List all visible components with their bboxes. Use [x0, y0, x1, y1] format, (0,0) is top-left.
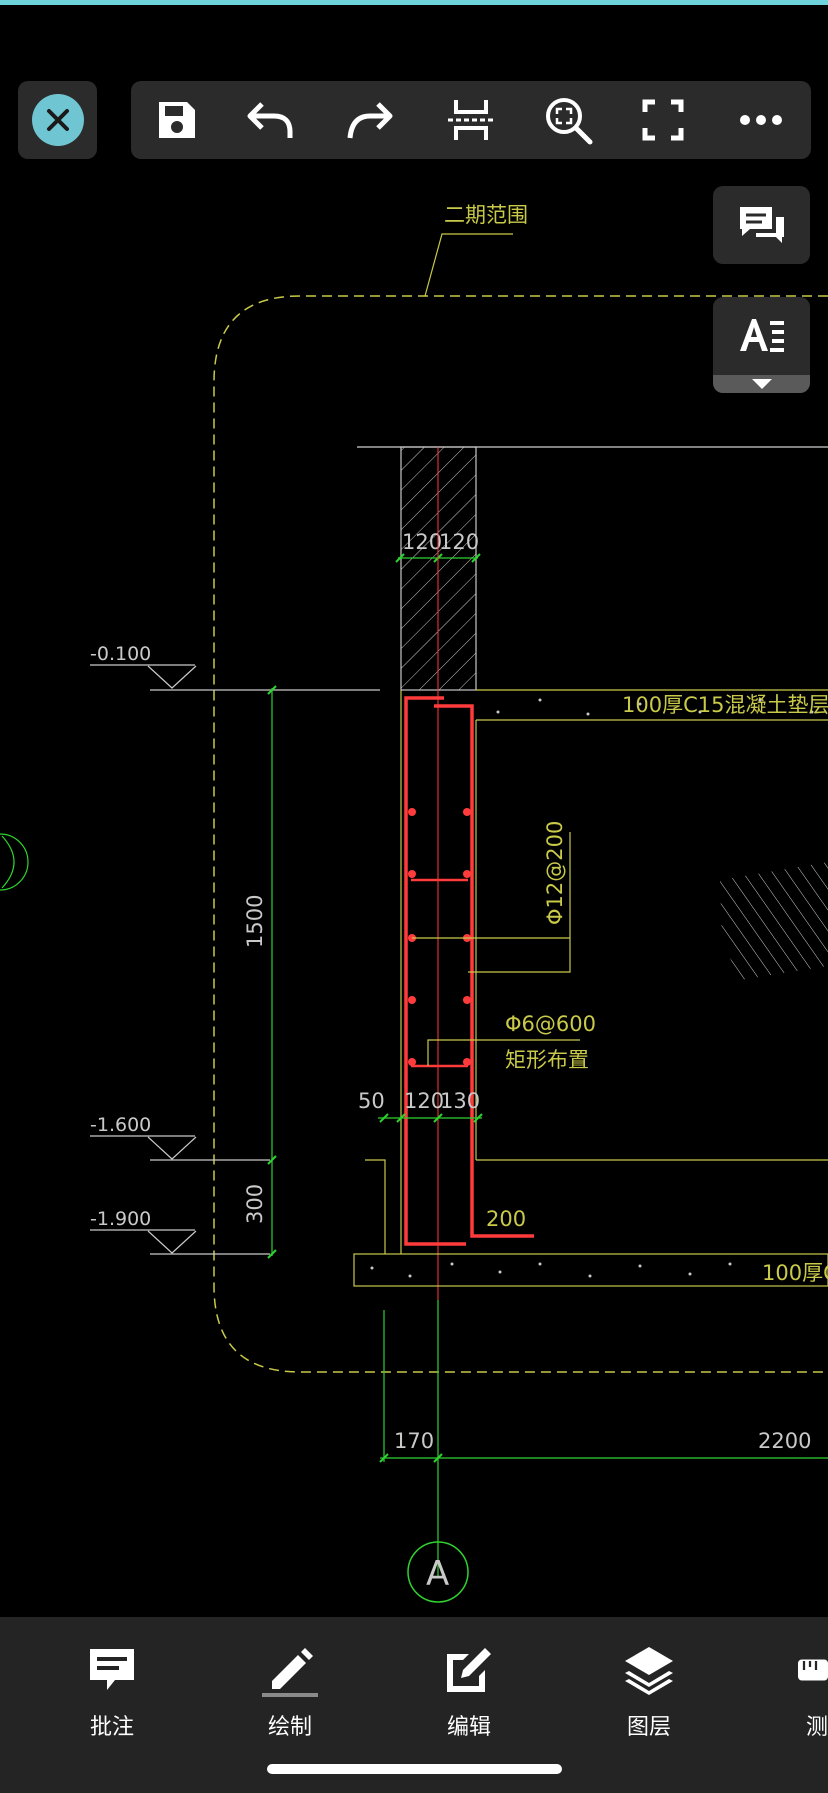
elev-mark-1	[90, 664, 380, 691]
nav-layers-label: 图层	[626, 1714, 671, 1739]
soil-hatch	[720, 862, 828, 980]
dim-170-label: 170	[394, 1429, 434, 1453]
nav-annotate-label: 批注	[89, 1714, 134, 1739]
tie-layout-label: 矩形布置	[505, 1048, 589, 1072]
undo-icon	[247, 102, 293, 138]
elev-label-1: -0.100	[90, 643, 151, 665]
more-button[interactable]	[721, 81, 801, 159]
draw-pencil-icon	[262, 1648, 318, 1697]
nav-measure-label: 测	[806, 1714, 828, 1739]
cushion-bottom-label: 100厚C	[762, 1261, 828, 1285]
phase-leader	[424, 233, 513, 297]
left-arc-stroke	[1, 835, 15, 889]
section-cut-icon	[448, 100, 494, 140]
nav-draw[interactable]: 绘制	[230, 1641, 350, 1741]
redo-icon	[347, 102, 393, 139]
dim-vertical	[267, 685, 277, 1259]
phase-label: 二期范围	[444, 203, 528, 227]
dim-bottom-label-3: 130	[440, 1089, 480, 1113]
section-cut-button[interactable]	[431, 81, 511, 159]
phase-boundary-dashed	[213, 295, 828, 1373]
top-toolbar	[131, 81, 811, 159]
cushion-top-label: 100厚C15混凝土垫层	[622, 693, 828, 717]
rebar-leader-main	[412, 832, 571, 973]
wall-section-outline	[365, 690, 828, 1254]
rebar-leader-tie	[427, 1039, 580, 1066]
zoom-window-icon	[546, 98, 593, 145]
save-icon	[159, 102, 195, 138]
nav-annotate[interactable]: 批注	[52, 1641, 172, 1741]
cad-drawing-canvas[interactable]: 二期范围 120 120 100厚C15混凝土垫层 -0.100 -1.600 …	[0, 0, 828, 1617]
rebar-main-label: Φ12@200	[543, 821, 567, 925]
rebar-dots	[408, 808, 471, 1066]
cushion-top-layer	[476, 689, 828, 721]
axis-bubble	[407, 1541, 469, 1603]
close-button[interactable]	[18, 81, 97, 159]
home-indicator[interactable]	[267, 1764, 562, 1774]
chevron-down-icon	[751, 379, 772, 389]
nav-measure[interactable]: 测	[770, 1641, 828, 1741]
comments-button[interactable]	[713, 186, 810, 264]
edit-icon	[447, 1648, 491, 1692]
elev-mark-3	[90, 1229, 270, 1255]
text-style-icon	[739, 319, 784, 352]
cushion-bottom-layer	[353, 1253, 828, 1287]
save-button[interactable]	[137, 81, 217, 159]
annotate-icon	[90, 1649, 134, 1690]
dim-foundation-line	[379, 1300, 828, 1578]
nav-edit[interactable]: 编辑	[409, 1641, 529, 1741]
dim-bottom-label-1: 50	[358, 1089, 385, 1113]
rebar-tie-label: Φ6@600	[505, 1012, 596, 1036]
measure-icon	[798, 1659, 828, 1681]
fullscreen-icon	[642, 99, 684, 141]
dim-top-label-2: 120	[439, 530, 479, 554]
comments-icon	[739, 207, 784, 243]
rebar-cage	[404, 696, 534, 1246]
elev-label-3: -1.900	[90, 1208, 151, 1230]
dim-height-label-1: 1500	[243, 895, 267, 948]
zoom-window-button[interactable]	[528, 81, 608, 159]
dim-top-label-1: 120	[402, 530, 442, 554]
nav-draw-label: 绘制	[267, 1714, 312, 1739]
layers-icon	[625, 1647, 673, 1695]
drawer-toggle[interactable]	[713, 375, 810, 393]
elev-label-2: -1.600	[90, 1114, 151, 1136]
undo-button[interactable]	[231, 81, 311, 159]
left-arc-partial	[0, 833, 29, 891]
axis-bubble-label: A	[426, 1554, 449, 1594]
redo-button[interactable]	[329, 81, 409, 159]
top-accent-bar	[0, 0, 828, 5]
bottom-nav-bar: 批注 绘制 编辑 图层	[0, 1617, 828, 1793]
dim-bottom-label-2: 120	[404, 1089, 444, 1113]
fullscreen-button[interactable]	[623, 81, 703, 159]
text-style-button[interactable]	[713, 297, 810, 393]
dim-bottom-line	[378, 1113, 483, 1123]
dim-2200-label: 2200	[758, 1429, 811, 1453]
nav-layers[interactable]: 图层	[589, 1641, 709, 1741]
more-icon	[740, 115, 782, 125]
footing-extension-label: 200	[486, 1207, 526, 1231]
dim-height-label-2: 300	[243, 1184, 267, 1224]
close-icon	[31, 94, 84, 146]
nav-edit-label: 编辑	[446, 1714, 491, 1739]
elev-mark-2	[90, 1135, 270, 1161]
